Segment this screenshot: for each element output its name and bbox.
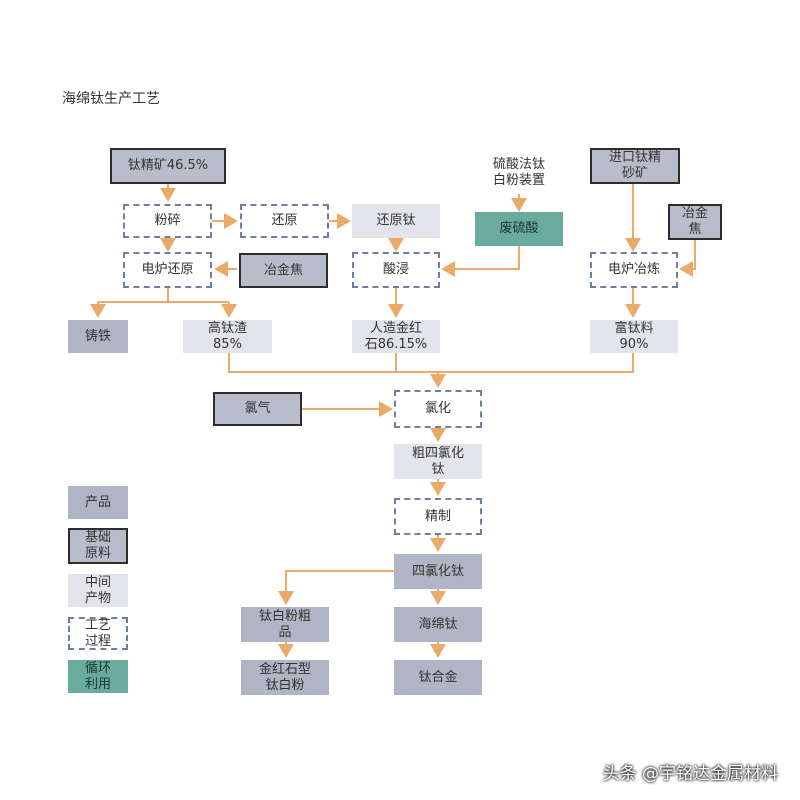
node-sulfate-plant: 硫酸法钛 白粉装置 [492,157,545,188]
node-acid-leach: 酸浸 [352,252,440,288]
legend-base-material: 基础 原料 [68,528,128,564]
diagram-title: 海绵钛生产工艺 [62,91,160,107]
node-refine: 精制 [394,498,482,535]
node-furnace-smelt: 电炉冶炼 [590,252,678,288]
node-crush: 粉碎 [123,204,212,238]
node-ti-concentrate: 钛精矿46.5% [110,148,226,184]
arrow-acid-to-leach [441,246,520,277]
legend-process: 工艺 过程 [68,617,128,650]
node-ti-alloy: 钛合金 [394,660,482,695]
node-waste-acid: 废硫酸 [475,212,563,246]
node-import-ti: 进口钛精 砂矿 [590,148,680,184]
legend-product: 产品 [68,486,128,519]
node-reduce: 还原 [240,204,329,238]
node-cast-iron: 铸铁 [68,320,128,353]
node-tio2-crude: 钛白粉粗 品 [241,607,329,642]
node-chlorination: 氯化 [394,390,482,428]
line-merge-products [228,353,634,373]
node-rich-ti: 富钛料 90% [590,320,678,353]
legend-intermediate: 中间 产物 [68,574,128,607]
arrow-ticl4-to-tio2 [278,570,394,605]
legend-recycle: 循环 利用 [68,660,128,693]
node-high-ti-slag: 高钛渣 85% [183,320,272,353]
node-reduced-ti: 还原钛 [352,204,440,238]
node-synthetic-rutile: 人造金红 石86.15% [352,320,440,353]
watermark: 头条 @宇铭达金属材料 [602,764,778,784]
node-furnace-reduce: 电炉还原 [123,252,212,288]
node-ticl4: 四氯化钛 [394,554,482,589]
arrow-coke-to-smelt [679,240,696,277]
node-crude-ticl4: 粗四氯化 钛 [394,444,482,479]
node-chlorine: 氯气 [213,392,302,426]
node-sponge-ti: 海绵钛 [394,607,482,642]
node-coke-left: 冶金焦 [239,253,328,288]
node-coke-right: 冶金 焦 [668,204,722,240]
node-rutile-tio2: 金红石型 钛白粉 [241,660,329,695]
